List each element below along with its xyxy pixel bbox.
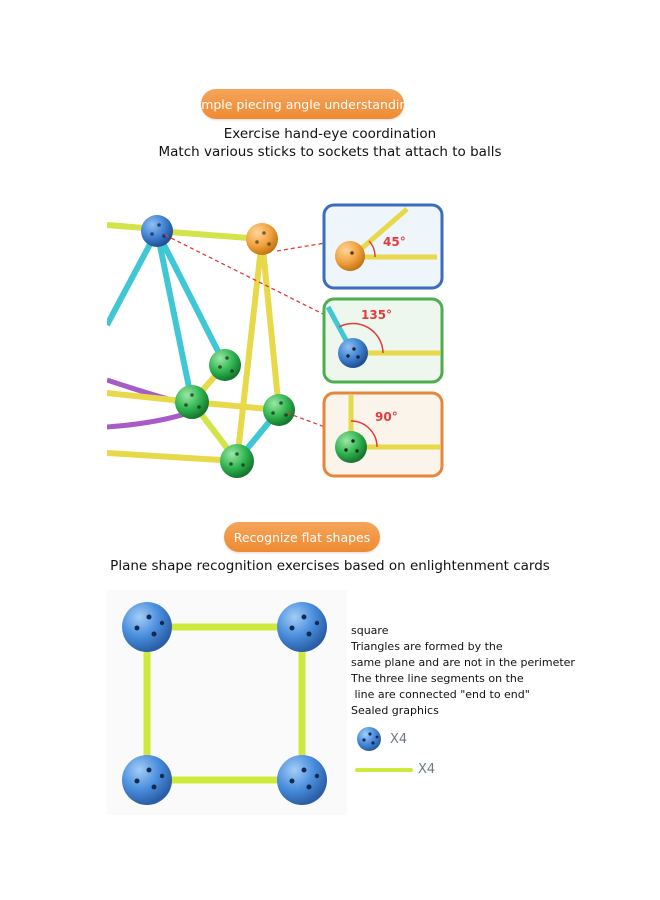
flat-shapes-badge: Recognize flat shapes (224, 522, 380, 552)
callout-90-degree: 90° (322, 391, 444, 478)
ball-blue-top (141, 215, 173, 247)
desc-line: The three line segments on the (351, 672, 524, 685)
square-balls (122, 602, 327, 805)
ball-icon (357, 727, 381, 751)
ball-orange-top (246, 223, 278, 255)
shape-description: square Triangles are formed by the same … (351, 623, 651, 719)
desc-line: same plane and are not in the perimeter (351, 656, 575, 669)
parts-legend (355, 727, 413, 772)
ball-green-right (263, 394, 295, 426)
callout-45-degree: 45° (322, 203, 444, 290)
intro-line-1: Exercise hand-eye coordination (223, 126, 437, 142)
square-shape-diagram (107, 590, 347, 815)
ball-green-left (175, 385, 209, 419)
ball-green-bottom (220, 444, 254, 478)
ball-count-label: X4 (390, 732, 408, 747)
angle-label-45: 45° (383, 235, 406, 249)
ball-green-mid (209, 349, 241, 381)
shape-recognition-line: Plane shape recognition exercises based … (110, 558, 550, 574)
angle-label-90: 90° (375, 410, 398, 424)
callout-135-degree: 135° (322, 297, 444, 384)
intro-line-2: Match various sticks to sockets that att… (158, 144, 502, 160)
desc-line: Triangles are formed by the (351, 640, 503, 653)
desc-line: line are connected "end to end" (351, 688, 530, 701)
angle-label-135: 135° (361, 308, 392, 322)
desc-line: Sealed graphics (351, 704, 439, 717)
angle-understanding-badge: Simple piecing angle understanding (190, 89, 415, 119)
stick-structure (107, 222, 282, 464)
angle-structure-diagram: 45° 135° 90° (107, 203, 444, 478)
desc-line: square (351, 624, 389, 637)
stick-count-label: X4 (418, 762, 436, 777)
